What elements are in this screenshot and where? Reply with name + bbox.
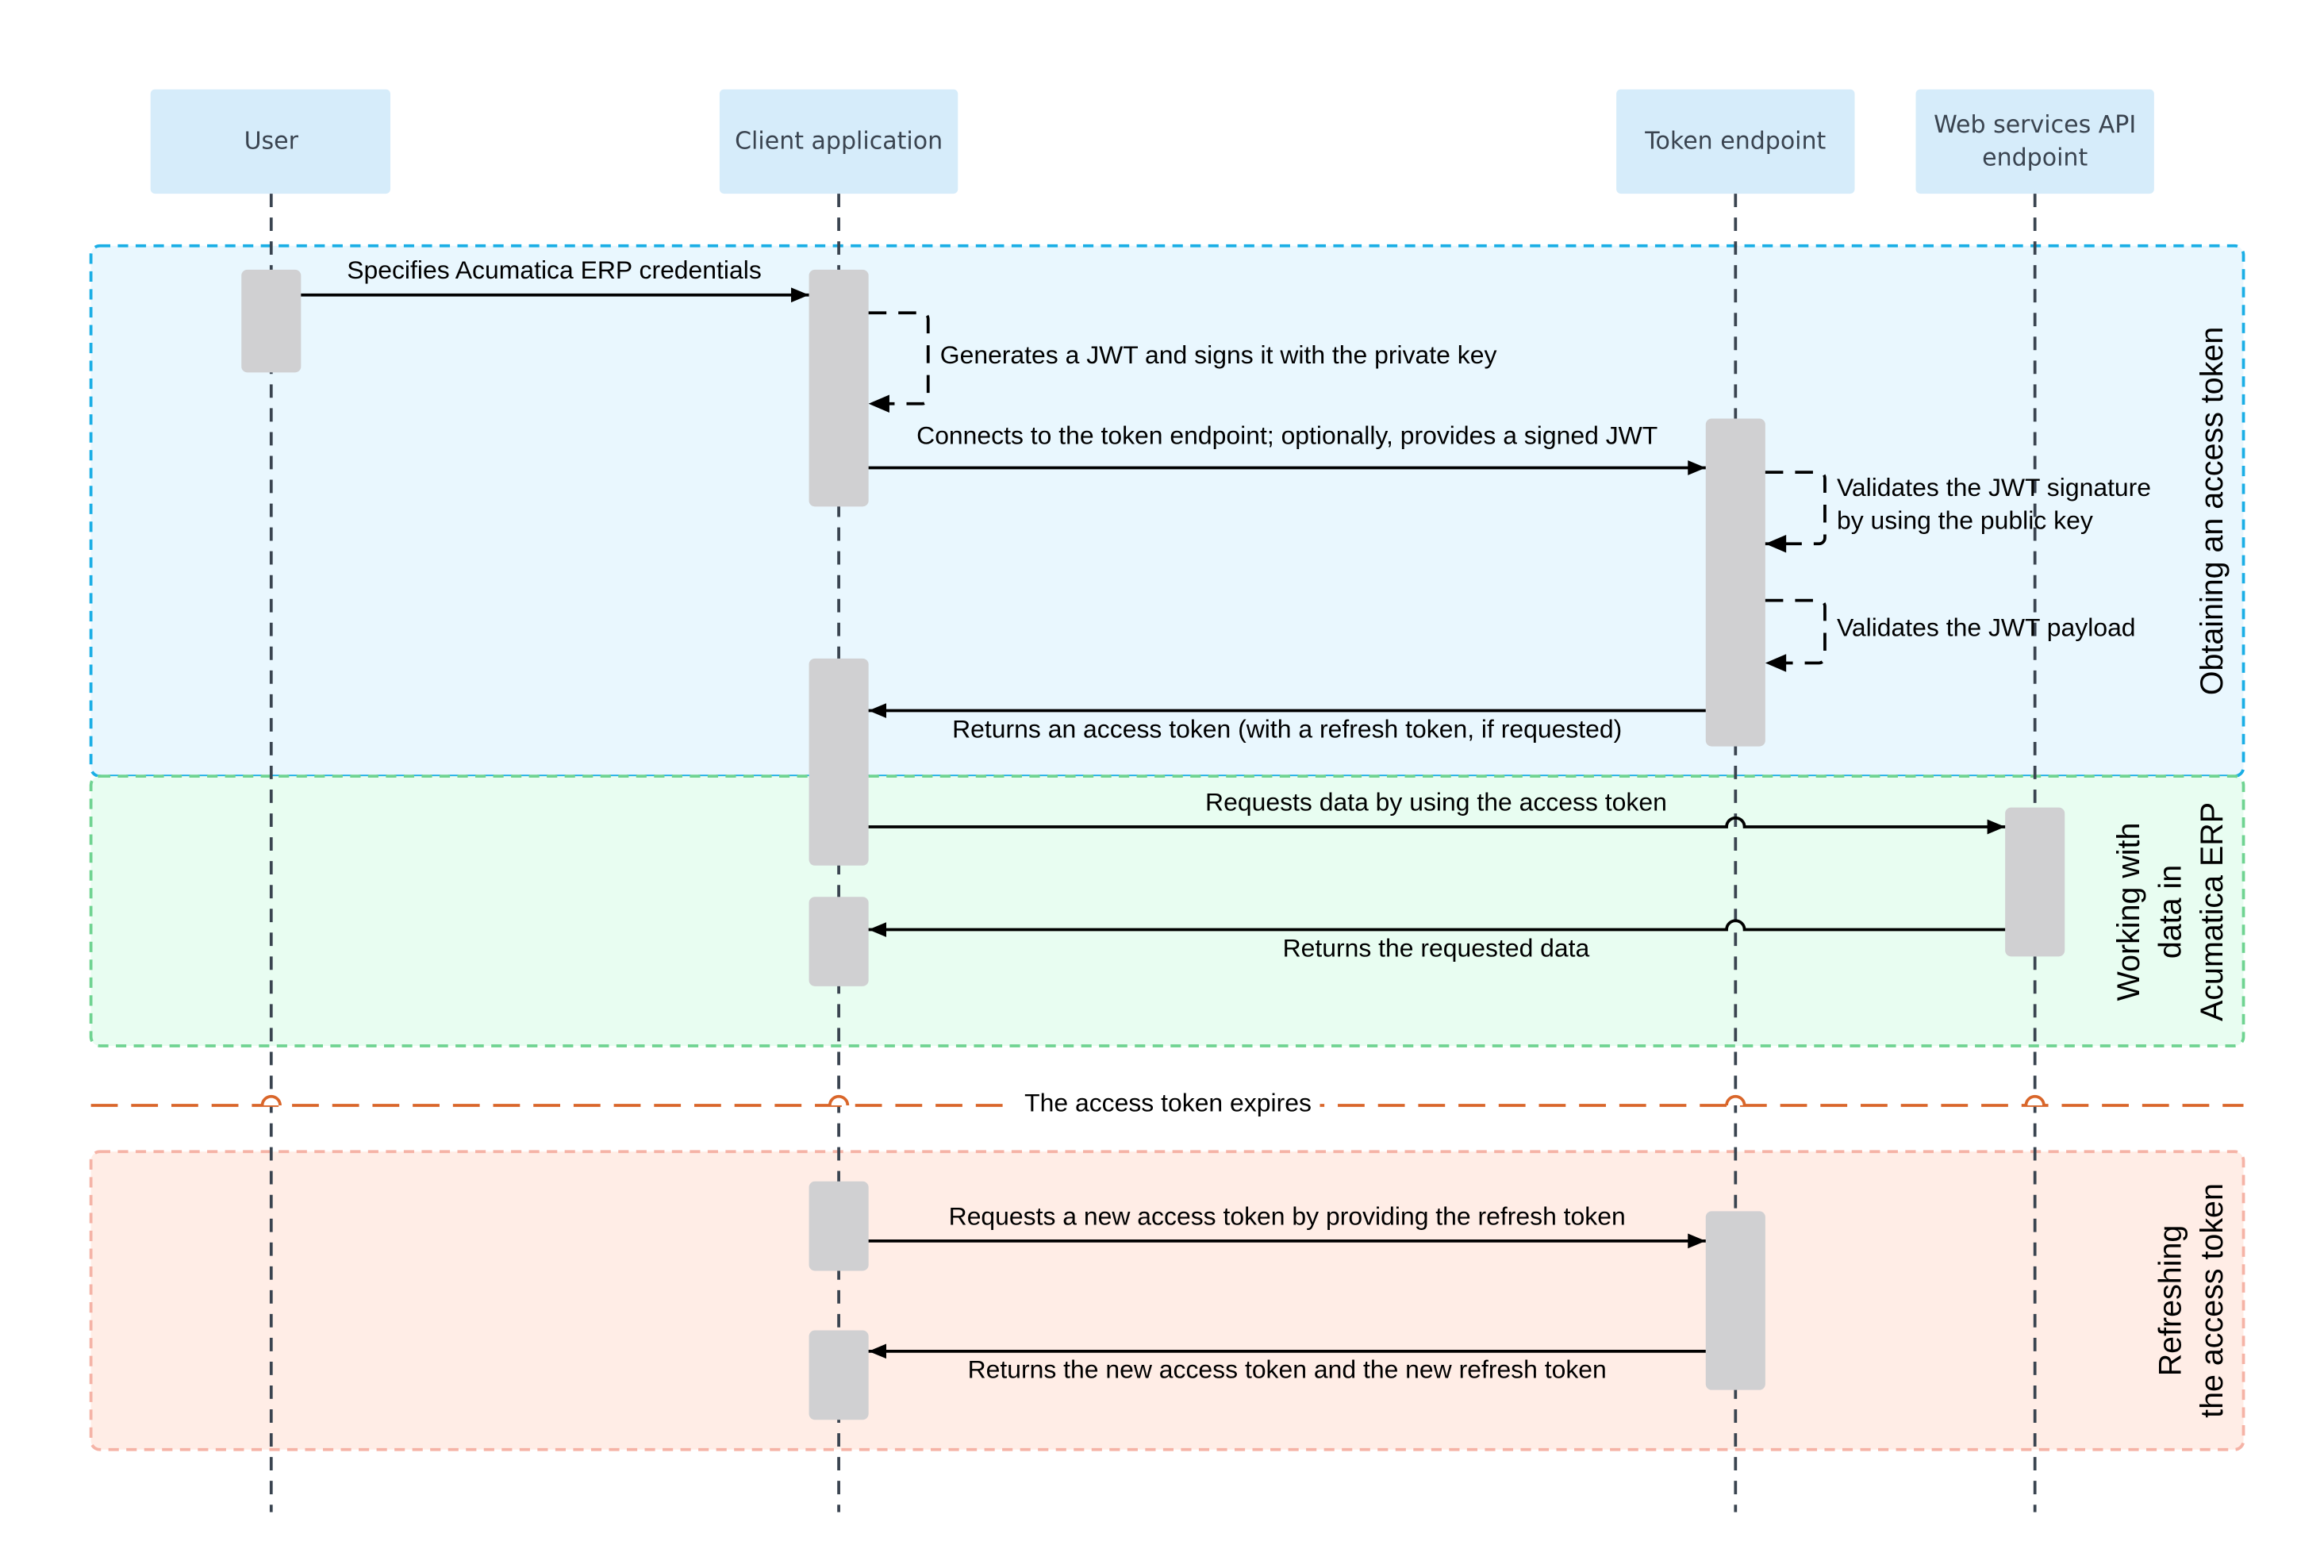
activation-bar bbox=[2005, 807, 2065, 957]
group-label-working: data in bbox=[2153, 865, 2188, 959]
message-returns-new-token: Returns the new access token and the new… bbox=[868, 1343, 1706, 1384]
message-label: Validates the JWT signature bbox=[1837, 473, 2151, 502]
activation-bar bbox=[809, 1330, 869, 1420]
participant-label: User bbox=[244, 128, 299, 156]
participant-token-endpoint: Token endpoint bbox=[1616, 89, 1855, 194]
message-label: Connects to the token endpoint; optional… bbox=[916, 421, 1658, 449]
self-message-generates-jwt: Generates a JWT and signs it with the pr… bbox=[868, 311, 1497, 413]
message-connects-token-endpoint: Connects to the token endpoint; optional… bbox=[868, 421, 1706, 475]
expiry-label: The access token expires bbox=[1024, 1089, 1312, 1117]
activation-bar bbox=[809, 1181, 869, 1271]
participant-label: Web services API bbox=[1934, 111, 2136, 139]
message-label: by using the public key bbox=[1837, 505, 2093, 534]
message-returns-access-token: Returns an access token (with a refresh … bbox=[868, 703, 1706, 743]
message-requests-data: Requests data by using the access token bbox=[868, 787, 2006, 835]
message-label: Returns the new access token and the new… bbox=[968, 1355, 1607, 1384]
group-label-working: Working with bbox=[2111, 823, 2146, 1001]
message-label: Returns an access token (with a refresh … bbox=[952, 714, 1622, 743]
group-label-obtaining: Obtaining an access token bbox=[2195, 327, 2230, 695]
message-requests-new-token: Requests a new access token by providing… bbox=[868, 1201, 1706, 1249]
group-label-refreshing: Refreshing bbox=[2153, 1225, 2188, 1377]
activation-bar bbox=[809, 658, 869, 866]
activation-bar bbox=[809, 269, 869, 507]
group-label-refreshing: the access token bbox=[2195, 1183, 2230, 1418]
participant-web-services-api: Web services API endpoint bbox=[1915, 89, 2154, 194]
participant-label: Token endpoint bbox=[1644, 128, 1826, 156]
self-message-validates-signature: Validates the JWT signature by using the… bbox=[1765, 471, 2151, 553]
message-label: Requests a new access token by providing… bbox=[949, 1201, 1626, 1230]
self-message-validates-payload: Validates the JWT payload bbox=[1765, 598, 2136, 672]
message-specifies-credentials: Specifies Acumatica ERP credentials bbox=[301, 256, 809, 303]
activation-bar bbox=[1705, 1211, 1765, 1390]
participant-label: Client application bbox=[735, 128, 943, 156]
message-label: Generates a JWT and signs it with the pr… bbox=[940, 340, 1497, 369]
participant-client-application: Client application bbox=[719, 89, 958, 194]
activation-bar bbox=[809, 897, 869, 986]
activation-bar bbox=[1705, 418, 1765, 747]
participant-user: User bbox=[150, 89, 390, 194]
message-label: Requests data by using the access token bbox=[1205, 787, 1667, 816]
group-refreshing-token bbox=[89, 1150, 2245, 1451]
activation-bar bbox=[241, 269, 302, 373]
participant-label: endpoint bbox=[1982, 144, 2088, 171]
message-label: Validates the JWT payload bbox=[1837, 613, 2136, 642]
message-returns-data: Returns the requested data bbox=[868, 919, 2006, 962]
group-working-with-data bbox=[89, 774, 2245, 1047]
group-label-working: Acumatica ERP bbox=[2195, 802, 2230, 1021]
message-label: Specifies Acumatica ERP credentials bbox=[347, 256, 762, 284]
message-label: Returns the requested data bbox=[1283, 933, 1590, 962]
token-expiry-marker: The access token expires bbox=[90, 1087, 2244, 1120]
